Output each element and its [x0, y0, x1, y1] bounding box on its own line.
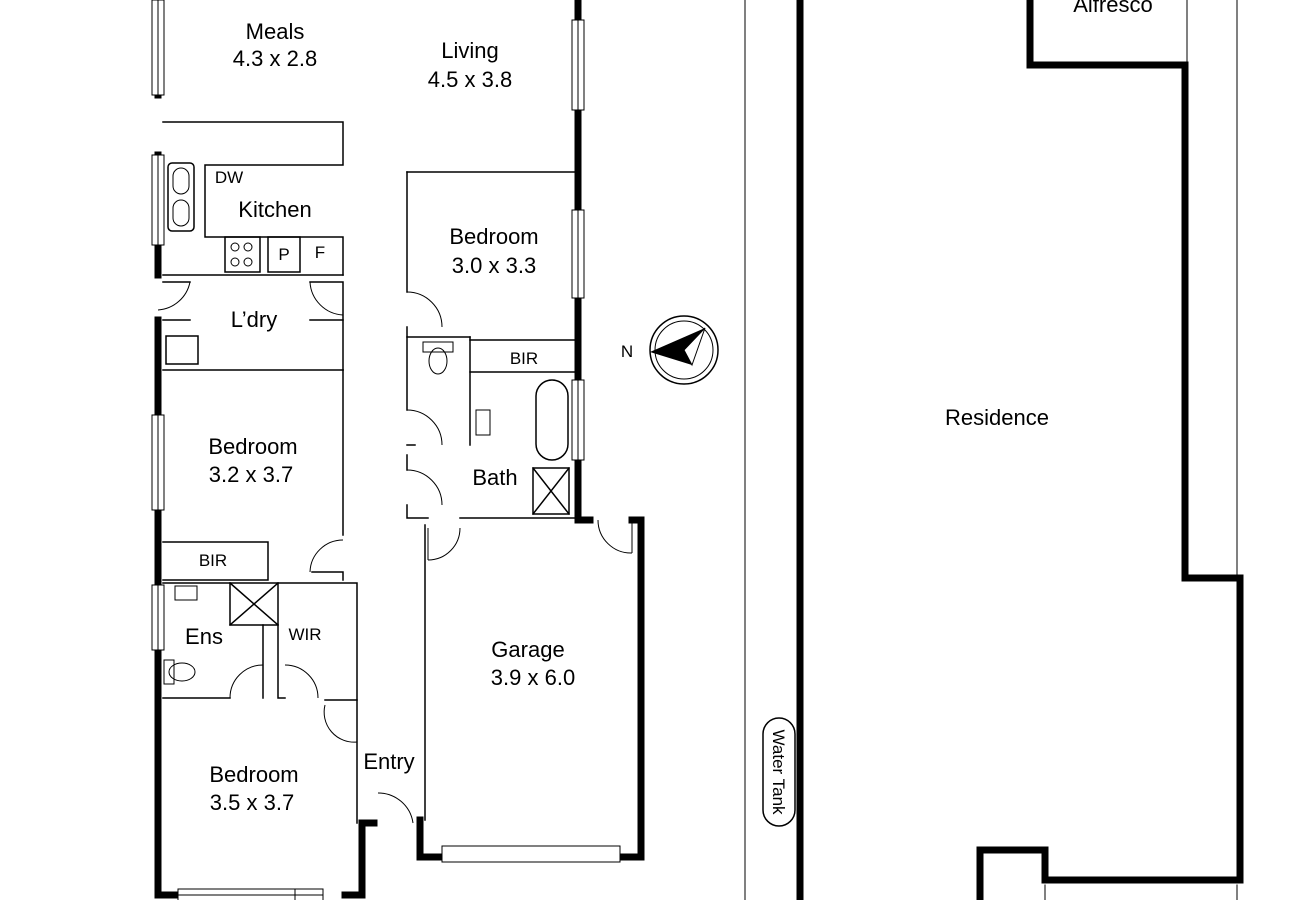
laundry-name: L’dry — [231, 307, 277, 332]
pantry-label: P — [278, 245, 289, 264]
west-windows — [151, 0, 324, 900]
east-windows — [441, 19, 621, 863]
doors — [157, 281, 633, 824]
bir-ne-label: BIR — [510, 349, 538, 368]
bedroom-sw-name: Bedroom — [209, 762, 298, 787]
fridge-label: F — [315, 243, 325, 262]
fixtures — [163, 162, 491, 685]
alfresco-label: Alfresco — [1073, 0, 1152, 17]
interior-walls — [162, 121, 579, 824]
bedroom-ne-size: 3.0 x 3.3 — [452, 253, 536, 278]
bedroom-ne-name: Bedroom — [449, 224, 538, 249]
room-labels: Meals 4.3 x 2.8 Living 4.5 x 3.8 Kitchen… — [185, 19, 575, 815]
residence-label: Residence — [945, 405, 1049, 430]
water-tank-label: Water Tank — [769, 729, 788, 815]
entry-name: Entry — [363, 749, 414, 774]
living-size: 4.5 x 3.8 — [428, 67, 512, 92]
bedroom-sw-size: 3.5 x 3.7 — [210, 790, 294, 815]
bir-mid-label: BIR — [199, 551, 227, 570]
ensuite-name: Ens — [185, 624, 223, 649]
dishwasher-label: DW — [215, 168, 243, 187]
wir-label: WIR — [288, 625, 321, 644]
bedroom-mid-name: Bedroom — [208, 434, 297, 459]
meals-name: Meals — [246, 19, 305, 44]
bath-name: Bath — [472, 465, 517, 490]
garage-size: 3.9 x 6.0 — [491, 665, 575, 690]
garage-name: Garage — [491, 637, 564, 662]
north-compass-icon — [649, 315, 719, 385]
bedroom-mid-size: 3.2 x 3.7 — [209, 462, 293, 487]
site-boundary — [744, 0, 1238, 900]
water-tank — [762, 717, 796, 827]
exterior-labels: Alfresco Residence Water Tank N — [621, 0, 1153, 815]
meals-size: 4.3 x 2.8 — [233, 46, 317, 71]
neighbour-residence — [976, 0, 1244, 900]
north-label: N — [621, 342, 633, 361]
kitchen-name: Kitchen — [238, 197, 311, 222]
living-name: Living — [441, 38, 498, 63]
